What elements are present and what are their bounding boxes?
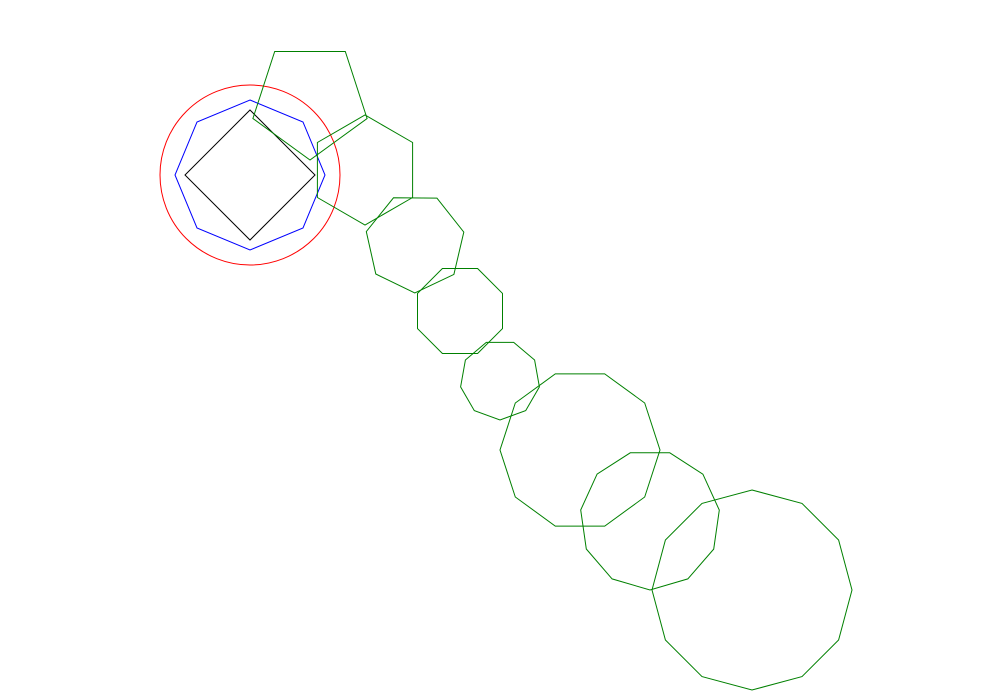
octagon [174,99,326,251]
square [184,109,316,241]
chain-polygon-5-sides [252,51,368,161]
reference-circle [159,84,341,266]
chain-polygon-8-sides [417,268,503,354]
chain-polygon-10-sides [499,373,661,527]
chain-polygon-11-sides [580,452,720,591]
chain-polygon-9-sides [460,341,540,421]
chain-polygon-7-sides [365,197,465,294]
chain-polygon-12-sides [651,489,853,691]
polygon-chain [252,51,853,691]
chain-polygon-6-sides [316,114,414,226]
